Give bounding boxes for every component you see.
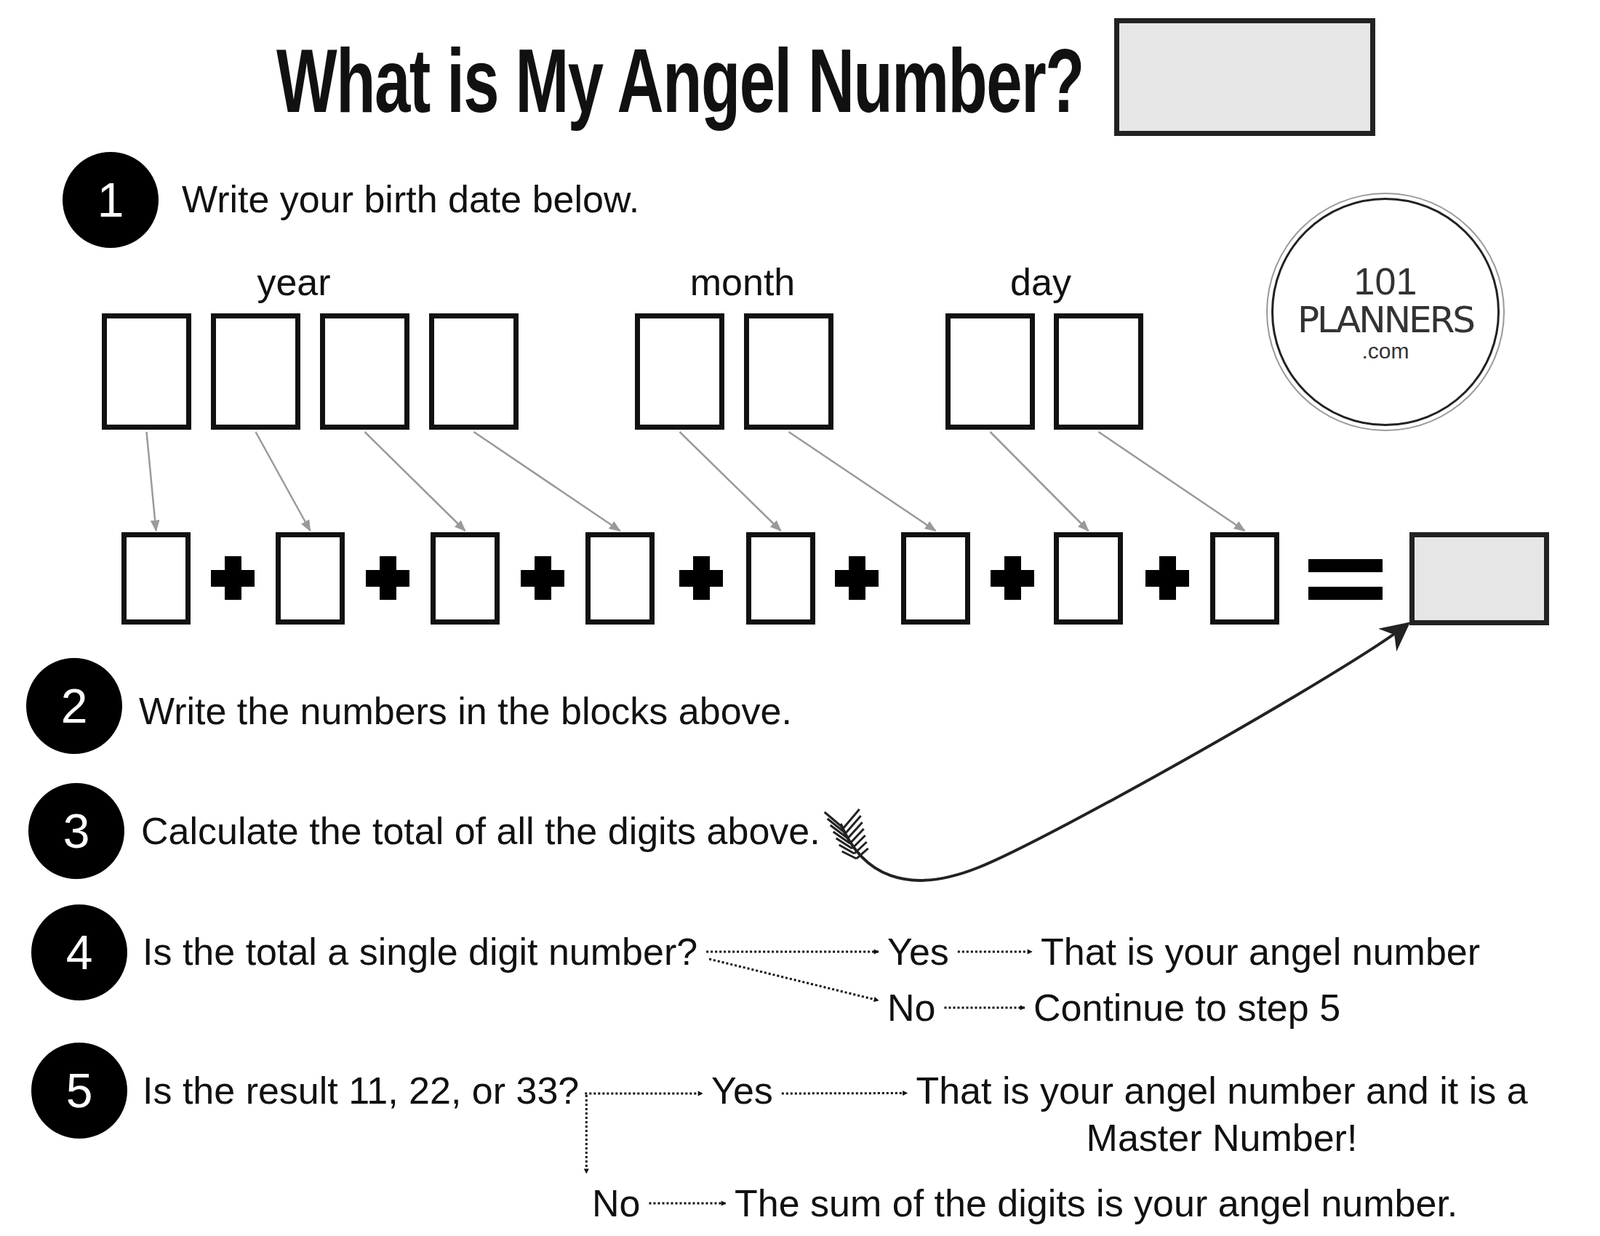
feather-stroke [856, 848, 869, 859]
logo-text: .com [1361, 339, 1409, 363]
step-digit: 4 [66, 925, 94, 981]
digit-box [429, 313, 519, 430]
dotted-arrow [584, 1092, 703, 1095]
sum-box [275, 532, 345, 625]
instruction-text: Yes [711, 1068, 774, 1114]
step-digit: 3 [63, 803, 91, 859]
dotted-arrow [706, 950, 879, 953]
dotted-arrow [648, 1202, 726, 1205]
digit-arrow [365, 432, 466, 531]
digit-box [744, 313, 834, 430]
dotted-arrow [709, 959, 879, 1001]
field-label: year [256, 259, 331, 305]
sum-box [746, 532, 816, 625]
instruction-text: Is the total a single digit number? [142, 929, 698, 975]
digit-box [320, 313, 410, 430]
logo-badge: 101PLANNERS.com [1271, 197, 1500, 427]
digit-arrow [146, 432, 157, 531]
field-label: month [690, 259, 796, 305]
digit-arrow [680, 432, 782, 531]
digit-box [101, 313, 192, 430]
plus-signs [210, 556, 1190, 600]
instruction-text: That is your angel number [1040, 929, 1480, 975]
field-label: day [1010, 259, 1072, 305]
digit-box [945, 313, 1035, 430]
step-digit: 5 [66, 1063, 94, 1119]
digit-box [634, 313, 725, 430]
sum-box [585, 532, 655, 625]
sum-box [121, 532, 191, 625]
digit-arrow [474, 432, 621, 531]
instruction-text: Write the numbers in the blocks above. [138, 688, 792, 734]
feather-stroke [839, 845, 855, 854]
sum-box [901, 532, 971, 625]
step-number: 1 [62, 152, 159, 248]
step-number: 4 [31, 904, 128, 1001]
sum-box [1053, 532, 1123, 625]
instruction-text: Yes [887, 929, 950, 975]
step-digit: 1 [97, 172, 125, 228]
title: What is My Angel Number? [276, 29, 1084, 133]
arrow-fletching [824, 809, 869, 859]
digit-arrow [789, 432, 936, 531]
digit-box [210, 313, 301, 430]
feather-stroke [845, 816, 862, 834]
step-number: 5 [31, 1042, 128, 1139]
instruction-text: The sum of the digits is your angel numb… [734, 1181, 1458, 1227]
instruction-text: Is the result 11, 22, or 33? [142, 1068, 579, 1114]
digit-box [1053, 313, 1144, 430]
instruction-text: No [592, 1181, 640, 1227]
instruction-text: Continue to step 5 [1033, 985, 1341, 1031]
feather-stroke [824, 812, 844, 829]
feather-stroke [848, 822, 863, 839]
dotted-arrow [585, 1095, 588, 1174]
logo-text: PLANNERS [1297, 301, 1474, 340]
instruction-text: Write your birth date below. [181, 176, 640, 222]
digit-arrow [256, 432, 311, 531]
step-digit: 2 [61, 678, 88, 734]
sum-box [430, 532, 500, 625]
equals-sign [1308, 559, 1383, 600]
curved-arrow [840, 624, 1408, 881]
dotted-arrow [781, 1092, 908, 1095]
total-box [1409, 532, 1550, 626]
step-number: 3 [28, 783, 125, 880]
dotted-arrow [957, 950, 1032, 953]
instruction-text: That is your angel number and it is a Ma… [861, 1067, 1582, 1163]
feather-stroke [842, 851, 857, 859]
dotted-arrow [944, 1006, 1025, 1009]
step-number: 2 [26, 658, 123, 755]
instruction-text: No [887, 985, 936, 1031]
logo-text: 101 [1354, 261, 1418, 302]
digit-arrow [1098, 432, 1246, 531]
instruction-text: Calculate the total of all the digits ab… [141, 808, 821, 854]
digit-arrow [990, 432, 1089, 531]
sum-box [1210, 532, 1280, 625]
feather-stroke [850, 829, 864, 844]
answer-box [1114, 18, 1376, 136]
